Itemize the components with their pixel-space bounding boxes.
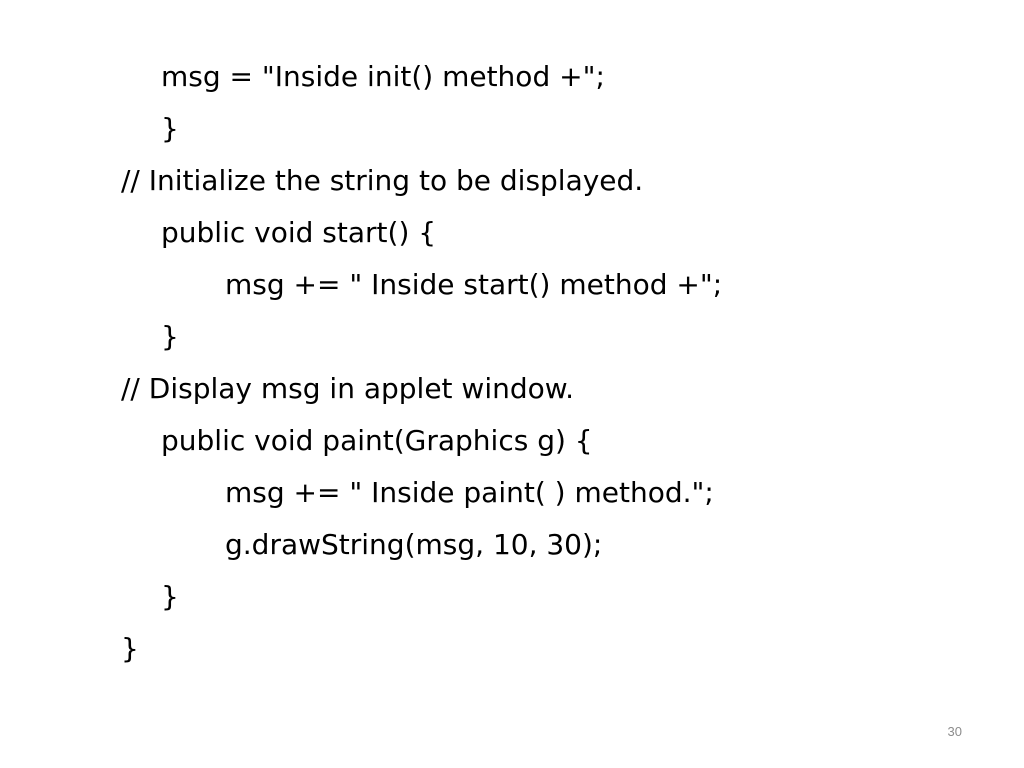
- code-line: }: [161, 320, 179, 353]
- code-line: }: [121, 632, 139, 665]
- code-comment-line: // Initialize the string to be displayed…: [121, 164, 644, 197]
- code-comment-line: // Display msg in applet window.: [121, 372, 574, 405]
- code-line: public void start() {: [161, 216, 437, 249]
- code-line: }: [161, 580, 179, 613]
- code-line: msg = "Inside init() method +";: [161, 60, 605, 93]
- code-line: public void paint(Graphics g) {: [161, 424, 593, 457]
- slide-number: 30: [947, 724, 962, 739]
- code-line: msg += " Inside start() method +";: [225, 268, 723, 301]
- code-listing: msg = "Inside init() method +"; } // Ini…: [121, 56, 981, 680]
- code-line: g.drawString(msg, 10, 30);: [225, 528, 603, 561]
- code-line: msg += " Inside paint( ) method.";: [225, 476, 714, 509]
- code-line: }: [161, 112, 179, 145]
